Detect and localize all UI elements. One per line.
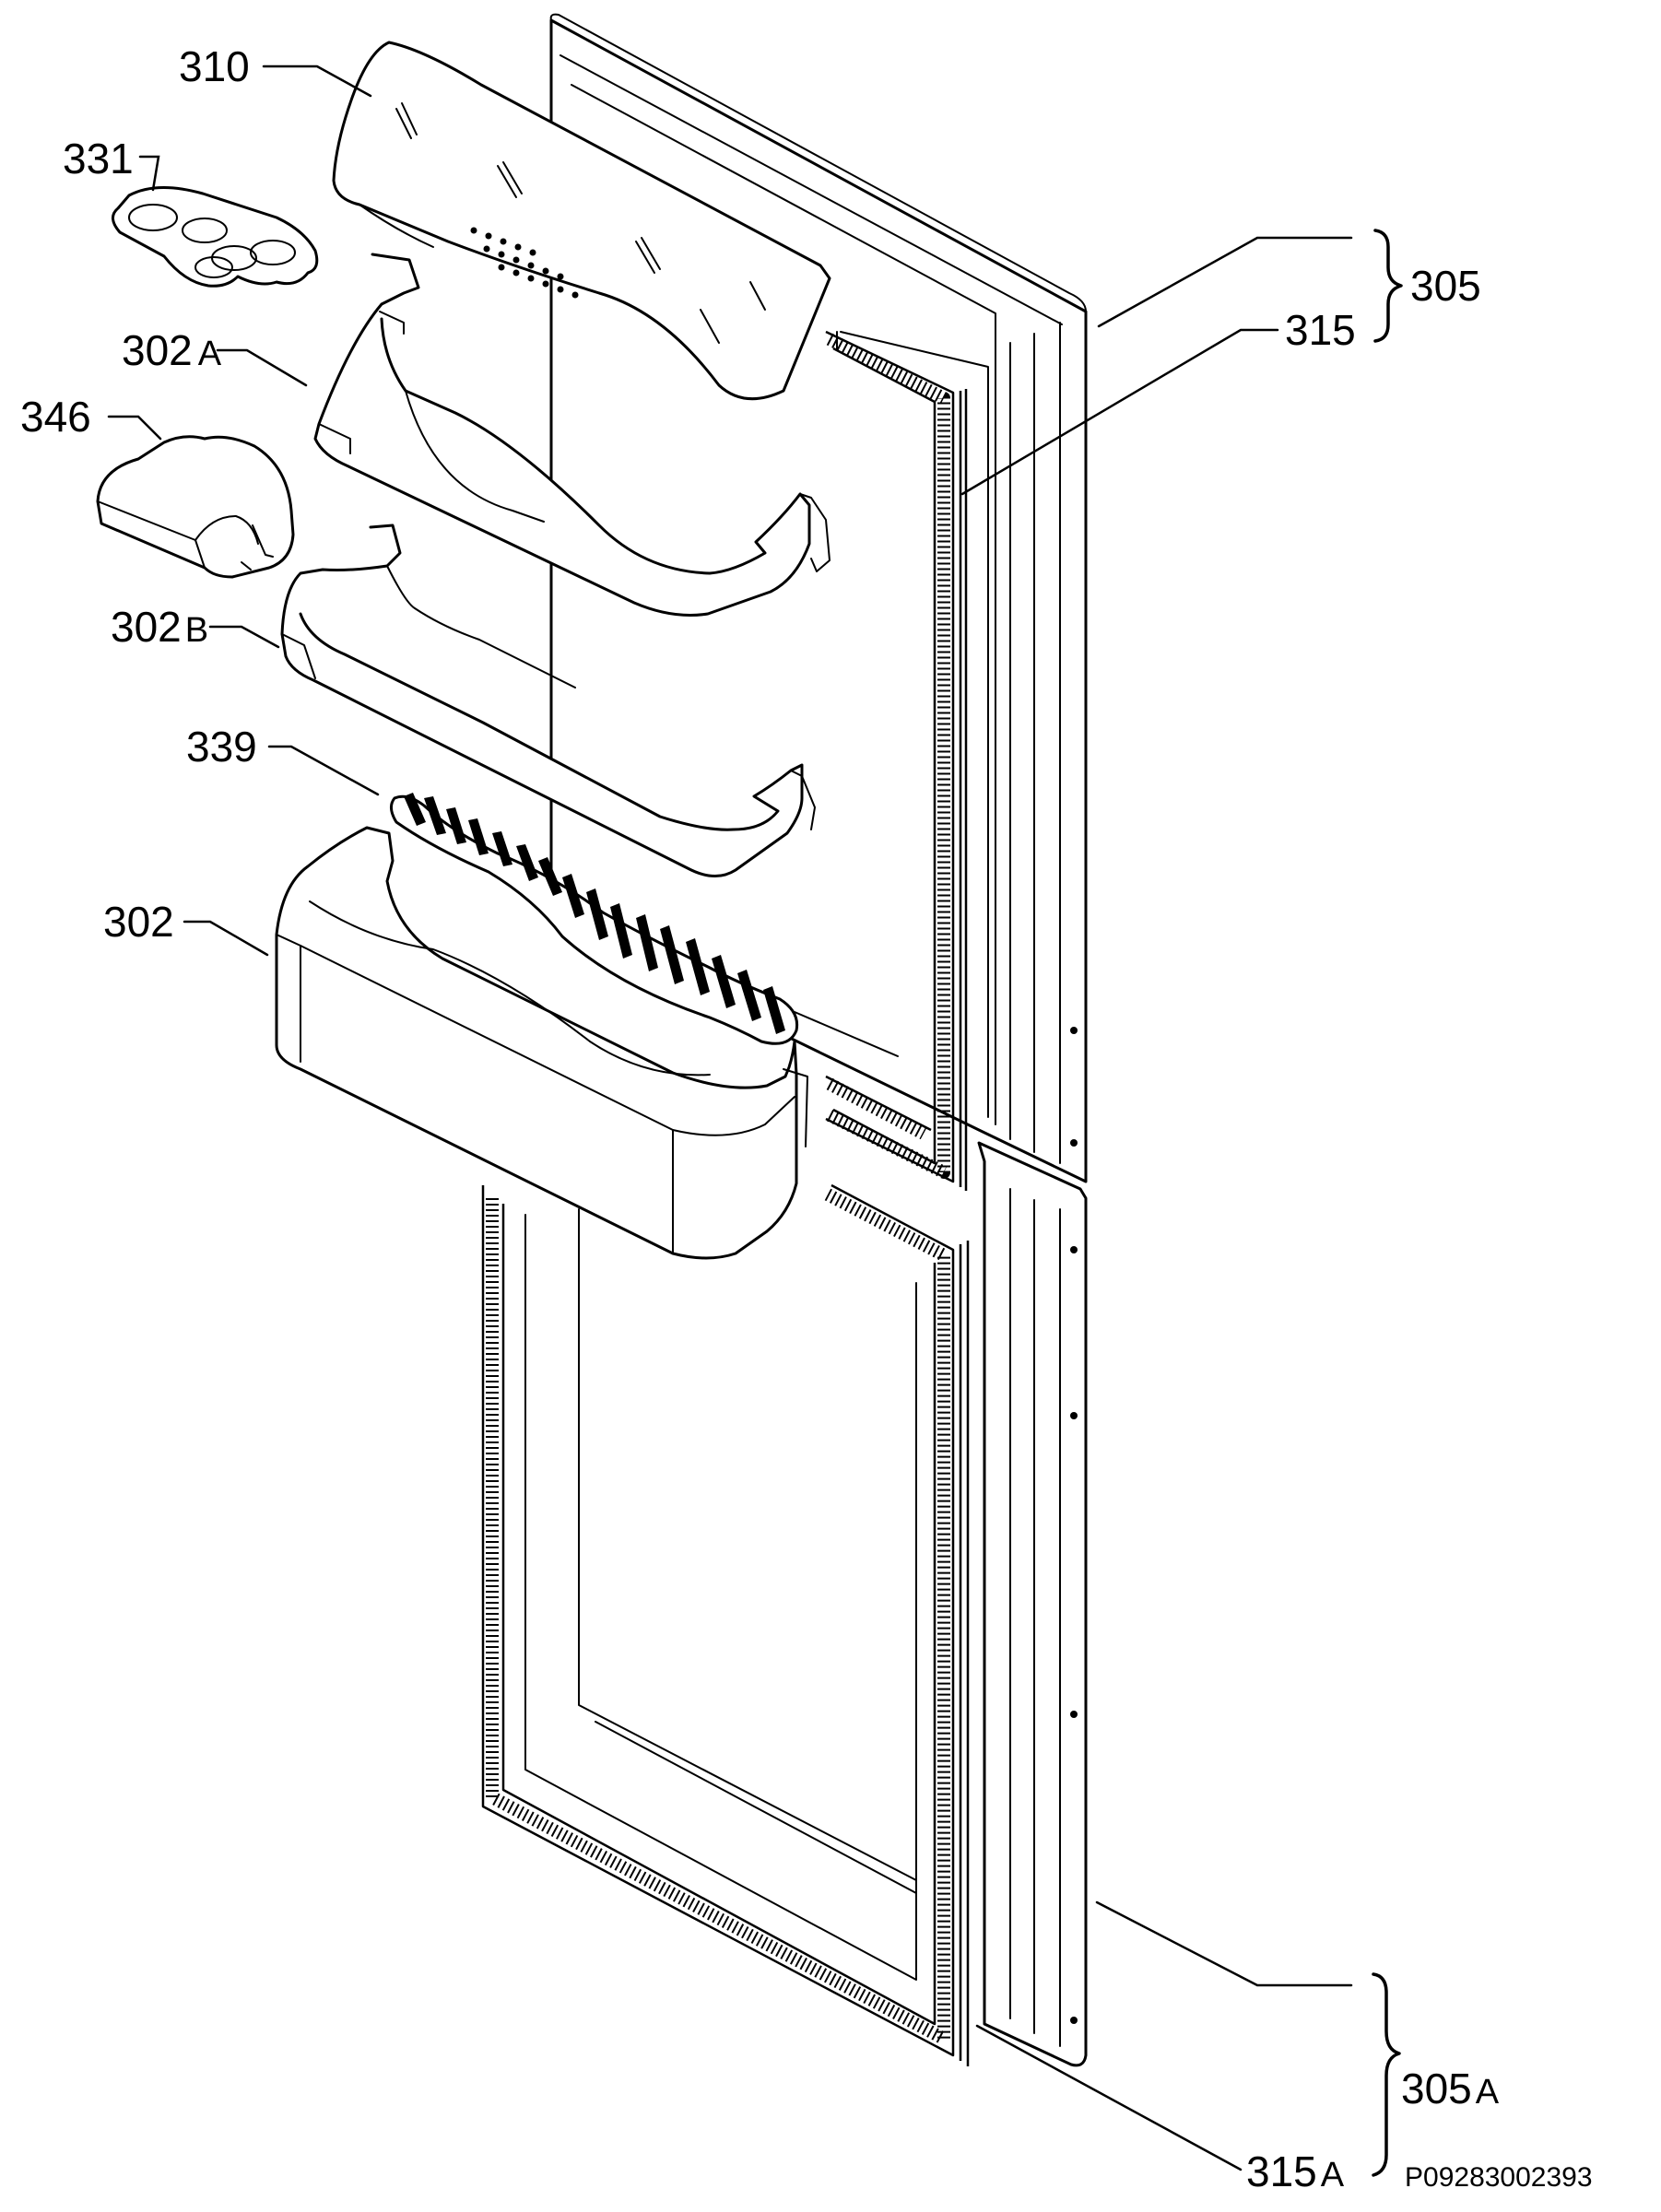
leader-305 — [1097, 236, 1353, 328]
lower-door-305a — [481, 1141, 1088, 2067]
upper-door-gasket-315 — [825, 330, 968, 1191]
door-shelf-302b — [280, 524, 816, 877]
bottle-retainer-339 — [390, 793, 899, 1057]
leader-331 — [138, 155, 160, 192]
drawing-code: P09283002393 — [1405, 2162, 1593, 2193]
leader-302 — [183, 920, 269, 957]
leader-315 — [960, 328, 1279, 496]
leader-lines — [107, 65, 1353, 2171]
leader-302b — [208, 625, 280, 649]
retainer-stripes — [404, 793, 785, 1034]
leader-346 — [107, 415, 162, 441]
label-310: 310 — [179, 42, 250, 90]
label-346: 346 — [20, 393, 91, 441]
label-315: 315 — [1285, 306, 1356, 354]
lower-door-gasket-315a — [481, 1183, 970, 2066]
label-305: 305 — [1410, 262, 1481, 310]
dairy-lid-310 — [332, 41, 831, 401]
leader-302a — [216, 348, 308, 387]
label-302: 302 — [103, 898, 174, 946]
door-shelf-302 — [275, 826, 808, 1260]
label-331: 331 — [63, 135, 134, 182]
brace-305 — [1373, 229, 1403, 343]
label-339: 339 — [186, 723, 257, 771]
leader-315a — [975, 2024, 1243, 2171]
door-shelf-302a — [313, 253, 830, 617]
leader-310 — [262, 65, 372, 98]
brace-305a — [1372, 1972, 1401, 2177]
egg-tray-331 — [112, 186, 319, 288]
butter-box-346 — [96, 435, 295, 579]
leader-305a — [1095, 1900, 1353, 1987]
leader-339 — [267, 745, 380, 796]
